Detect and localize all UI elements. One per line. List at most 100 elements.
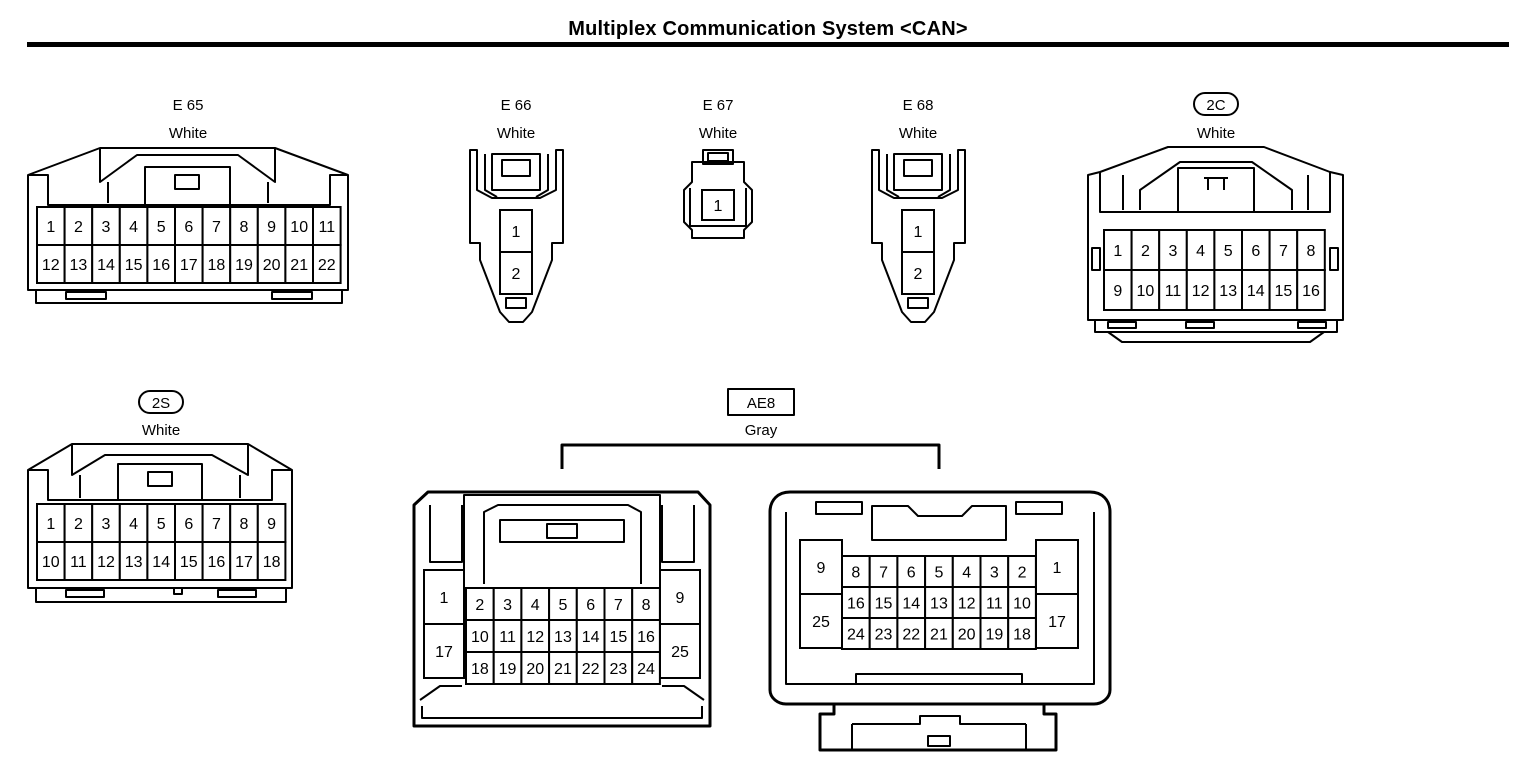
connector-e67-color: White [699,125,737,142]
ae8-right-pin-17-cell [1035,593,1079,649]
e68-pin-2: 2 [914,266,923,283]
e65-pin-3: 3 [102,219,111,236]
e67-pin-1-cell [701,189,735,221]
e66-pin-2: 2 [512,266,521,283]
e65-pin-15: 15 [125,257,143,274]
ae8-right-pin-25-cell [799,593,843,649]
ae8-right-pin-16-cell [841,586,871,619]
connector-ae8-code: AE8 [747,395,775,412]
ae8-left-pin-20: 20 [526,661,544,678]
ae8-left-pin-3: 3 [503,597,512,614]
connector-e66-code: E 66 [501,97,532,114]
ae8-left-pin-8: 8 [642,597,651,614]
ae8-left-pin-2: 2 [475,597,484,614]
c2c-pin-8: 8 [1307,243,1316,260]
ae8-left-pin-4-cell [520,587,551,621]
e65-pin-17: 17 [180,257,198,274]
ae8-left-pin-14: 14 [582,629,600,646]
e65-pin-5: 5 [157,219,166,236]
ae8-right-pin-1: 1 [1053,560,1062,577]
ae8-right-pin-24: 24 [847,627,865,644]
c2s-pin-8: 8 [240,516,249,533]
ae8-left-pin-19: 19 [499,661,517,678]
ae8-right-pin-2: 2 [1018,565,1027,582]
e68-pin-1: 1 [914,224,923,241]
c2c-pin-6: 6 [1251,243,1260,260]
ae8-right-pin-22: 22 [902,627,920,644]
ae8-right-pin-20: 20 [958,627,976,644]
e65-pin-7: 7 [212,219,221,236]
c2s-pin-18: 18 [263,554,281,571]
ae8-left-pin-15: 15 [609,629,627,646]
ae8-left-pin-1: 1 [440,590,449,607]
c2c-pin-16-cell [1296,269,1326,311]
c2s-pin-14-cell [146,541,176,581]
e65-pin-21: 21 [290,257,308,274]
c2c-pin-5: 5 [1224,243,1233,260]
ae8-right-pin-4: 4 [962,565,971,582]
ae8-left-pin-17: 17 [435,644,453,661]
e65-pin-12: 12 [42,257,60,274]
e65-pin-22-cell [312,244,342,284]
c2s-pin-5-cell [146,503,176,543]
connector-e68-code: E 68 [903,97,934,114]
c2c-pin-16: 16 [1302,283,1320,300]
ae8-left-pin-4: 4 [531,597,540,614]
ae8-right-pin-13: 13 [930,596,948,613]
c2c-pin-15: 15 [1275,283,1293,300]
c2c-pin-8-cell [1296,229,1326,271]
e65-pin-13: 13 [70,257,88,274]
e65-pin-16: 16 [152,257,170,274]
connector-e67: E 67 White 1 [683,97,753,239]
c2c-pin-3: 3 [1169,243,1178,260]
connector-ae8-color: Gray [745,422,778,439]
e65-pin-17-cell [174,244,204,284]
ae8-left-pin-18-cell [465,651,495,685]
ae8-left-pin-5: 5 [558,597,567,614]
e65-pin-14-cell [91,244,121,284]
ae8-left-pin-12: 12 [526,629,544,646]
ae8-left-pin-18: 18 [471,661,489,678]
title-rule [27,42,1509,47]
ae8-right-pin-19-cell [979,617,1010,650]
ae8-right-pin-25: 25 [812,614,830,631]
e65-pin-2: 2 [74,219,83,236]
c2c-pin-14: 14 [1247,283,1265,300]
c2s-pin-16: 16 [208,554,226,571]
page-title: Multiplex Communication System <CAN> [568,18,968,40]
c2c-pin-15-cell [1268,269,1299,311]
c2s-pin-10: 10 [42,554,60,571]
e65-pin-18: 18 [208,257,226,274]
c2s-pin-4: 4 [129,516,138,533]
ae8-right-pin-17: 17 [1048,614,1066,631]
c2s-pin-7: 7 [212,516,221,533]
c2s-pin-18-cell [256,541,287,581]
e65-pin-4: 4 [129,219,138,236]
e65-pin-22: 22 [318,257,336,274]
c2s-pin-14: 14 [152,554,170,571]
ae8-left-pin-10: 10 [471,629,489,646]
c2s-pin-12-cell [91,541,121,581]
ae8-right-pin-18-cell [1007,617,1037,650]
ae8-left-pin-25: 25 [671,644,689,661]
ae8-right-pin-7: 7 [879,565,888,582]
connector-e65-color: White [169,125,207,142]
e65-pin-11: 11 [318,219,335,236]
ae8-right-pin-23: 23 [875,627,893,644]
c2s-pin-3-cell [91,503,121,543]
c2c-pin-10: 10 [1137,283,1155,300]
c2c-pin-9: 9 [1113,283,1122,300]
e65-pin-20: 20 [263,257,281,274]
ae8-left-pin-21: 21 [554,661,572,678]
ae8-left-pin-19-cell [492,651,523,685]
connector-2c-color: White [1197,125,1235,142]
connector-e68-color: White [899,125,937,142]
connector-e65-code: E 65 [173,97,204,114]
ae8-right-pin-11: 11 [986,596,1003,613]
ae8-right-pin-21: 21 [930,627,948,644]
e65-pin-6: 6 [184,219,193,236]
